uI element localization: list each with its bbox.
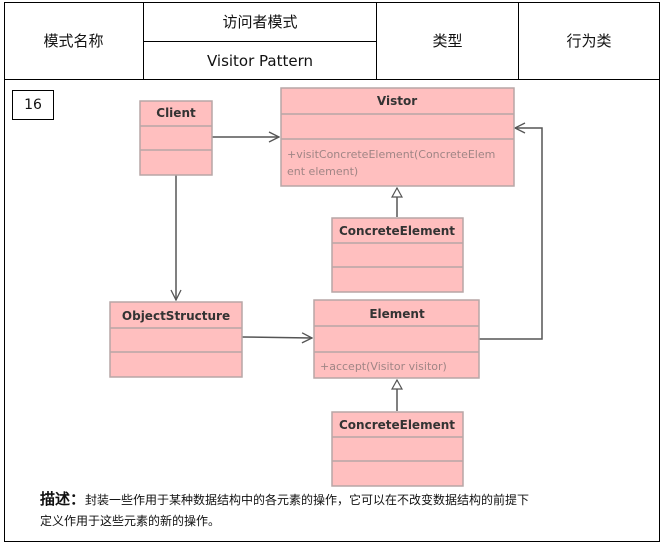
description-text-line-1: 封装一些作用于某种数据结构中的各元素的操作，它可以在不改变数据结构的前提下 xyxy=(85,493,530,507)
pattern-en-cell: Visitor Pattern xyxy=(144,42,376,79)
description-label: 描述： xyxy=(40,490,86,508)
type-value: 行为类 xyxy=(566,32,612,50)
class-method: +accept(Visitor visitor) xyxy=(320,360,447,373)
type-label: 类型 xyxy=(432,32,463,50)
class-name: ObjectStructure xyxy=(122,309,230,323)
pattern-name-cn: 访问者模式 xyxy=(222,13,298,31)
header-table: 模式名称 访问者模式 Visitor Pattern 类型 行为类 xyxy=(4,2,660,80)
connections xyxy=(176,128,543,411)
class-name: Client xyxy=(156,106,196,120)
description-text-line-2: 定义作用于这些元素的新的操作。 xyxy=(40,514,221,528)
type-label-cell: 类型 xyxy=(377,2,518,79)
class-name: Vistor xyxy=(377,94,417,108)
class-name: Element xyxy=(369,307,425,321)
name-label: 模式名称 xyxy=(43,32,104,50)
pattern-name-en: Visitor Pattern xyxy=(206,51,314,70)
header-divider xyxy=(376,2,377,79)
class-visitor: Vistor +visitConcreteElement(ConcreteEle… xyxy=(280,87,515,187)
class-concrete-element-top: ConcreteElement xyxy=(331,217,464,293)
class-name: ConcreteElement xyxy=(339,224,455,238)
header-divider xyxy=(144,41,376,42)
pattern-number: 16 xyxy=(12,90,54,120)
class-element: Element +accept(Visitor visitor) xyxy=(313,299,480,379)
class-method: ent element) xyxy=(287,165,358,178)
pattern-cn-cell: 访问者模式 xyxy=(144,2,376,41)
class-method: +visitConcreteElement(ConcreteElem xyxy=(287,148,495,161)
class-concrete-element-bottom: ConcreteElement xyxy=(331,411,464,487)
class-name: ConcreteElement xyxy=(339,418,455,432)
name-label-cell: 模式名称 xyxy=(4,2,143,79)
header-divider xyxy=(143,2,144,79)
pattern-card xyxy=(4,2,660,542)
class-client: Client xyxy=(139,100,213,176)
header-divider xyxy=(518,2,519,79)
objectstructure-to-element-arrow xyxy=(241,337,312,338)
element-to-visitor-arrow xyxy=(479,128,543,340)
type-value-cell: 行为类 xyxy=(519,2,659,79)
pattern-number-text: 16 xyxy=(24,97,42,113)
description: 描述：封装一些作用于某种数据结构中的各元素的操作，它可以在不改变数据结构的前提下… xyxy=(40,489,600,532)
class-object-structure: ObjectStructure xyxy=(109,301,243,378)
